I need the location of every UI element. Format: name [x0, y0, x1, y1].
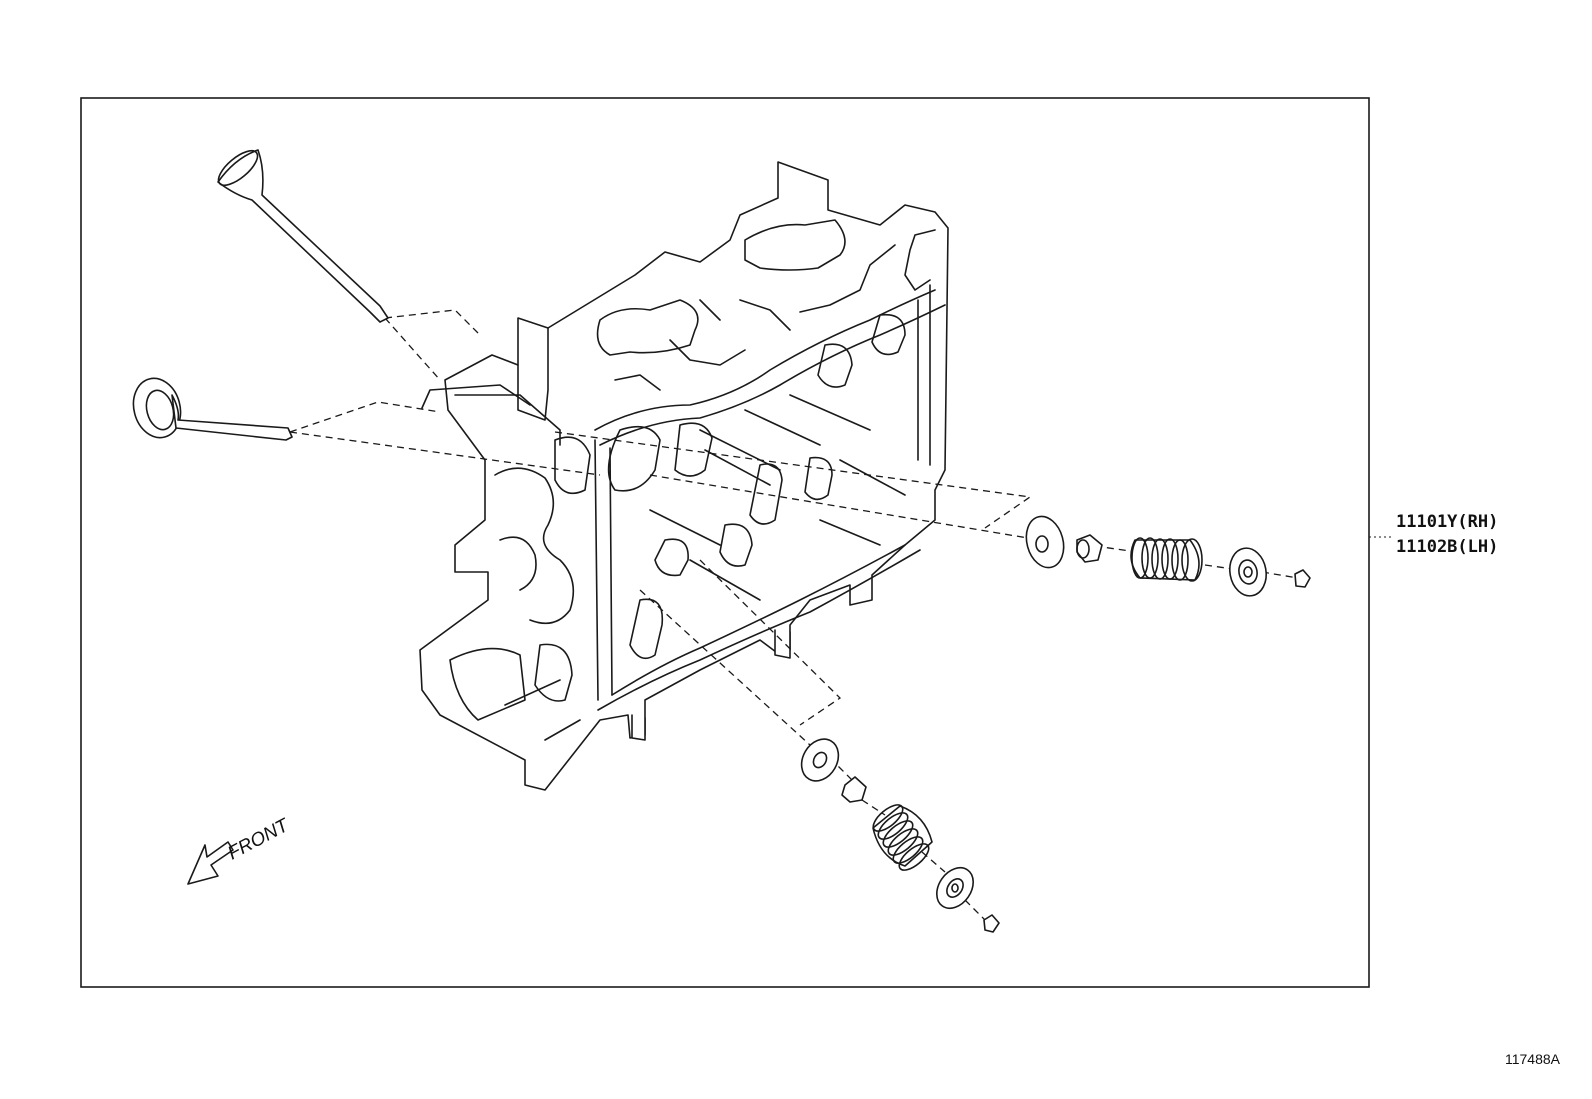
valve-lower: [132, 377, 293, 441]
valve-spring-lower: [872, 804, 933, 871]
front-arrow-icon: [187, 841, 234, 885]
valve-upper: [217, 149, 389, 323]
figure-number: 117488A: [1505, 1051, 1561, 1067]
front-label: FRONT: [224, 814, 293, 864]
valve-parts-lower: [800, 738, 1000, 933]
valve-spring-right: [1130, 537, 1203, 582]
front-direction-indicator: FRONT: [187, 814, 293, 885]
part-label-lh: 11102B(LH): [1396, 537, 1498, 557]
valve-parts-right: [1025, 515, 1311, 597]
assembly-guide-lines: [289, 309, 1299, 921]
cylinder-head: [419, 161, 949, 791]
diagram-frame: [80, 97, 1370, 988]
part-callout: 11101Y(RH) 11102B(LH): [1369, 512, 1498, 557]
part-label-rh: 11101Y(RH): [1396, 512, 1498, 532]
